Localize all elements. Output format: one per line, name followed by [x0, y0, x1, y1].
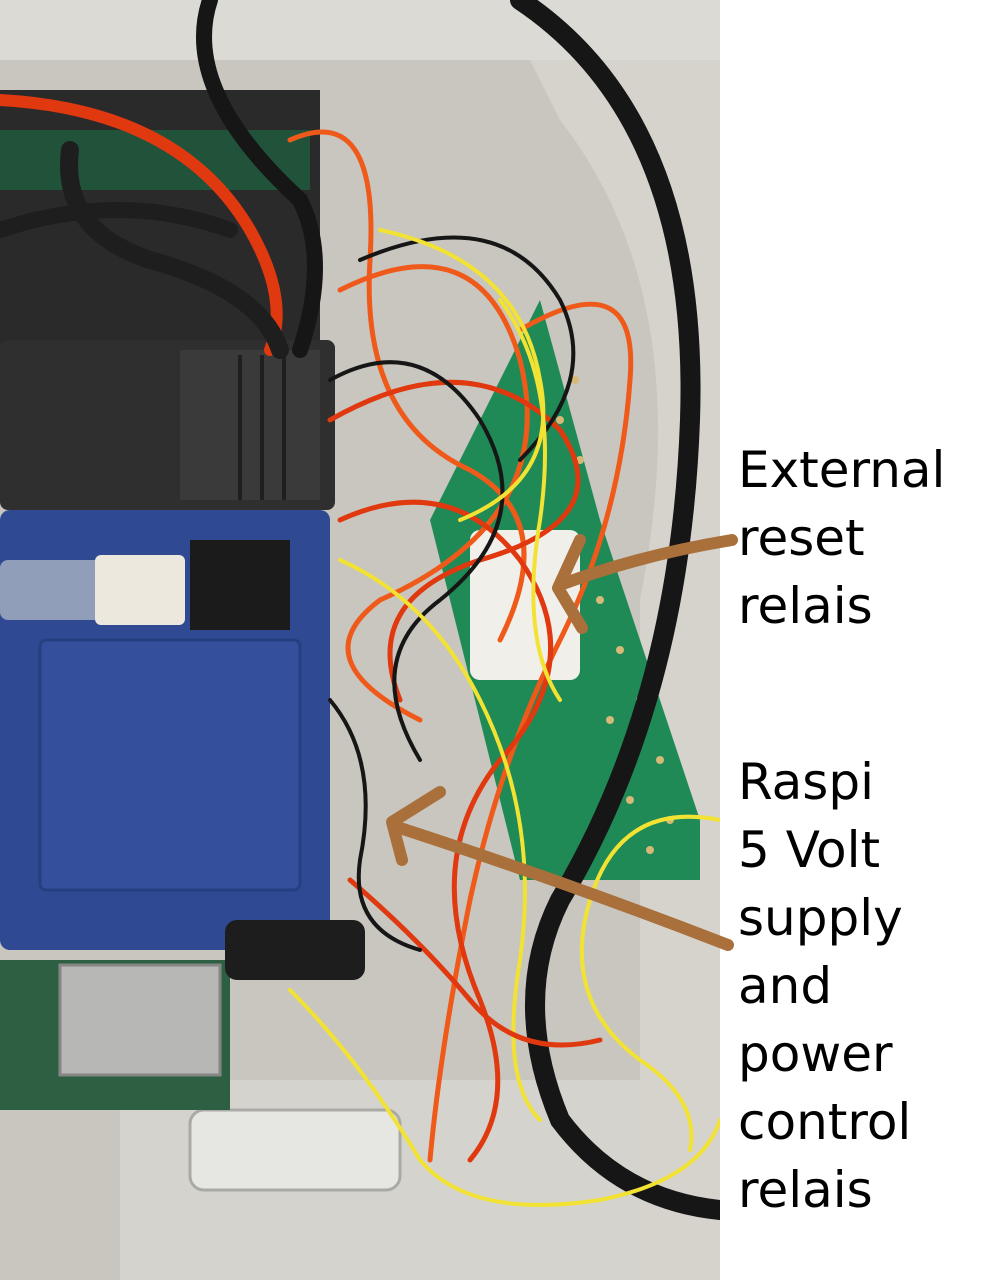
spade-connector	[0, 560, 120, 620]
psu-connector-slot	[190, 540, 290, 630]
reset-relay-label: External reset relais	[738, 436, 945, 640]
reset-label-line: External	[738, 441, 946, 499]
wiring-photo-drawing	[0, 0, 720, 1280]
power-label-line: relais	[738, 1161, 873, 1219]
power-relay-label: Raspi 5 Volt supply and power control re…	[738, 748, 911, 1224]
power-label-line: power	[738, 1025, 893, 1083]
acrylic-mount	[188, 1108, 402, 1192]
power-label-line: control	[738, 1093, 912, 1151]
wiring-photo	[0, 0, 720, 1280]
box-wall-right	[500, 0, 720, 1280]
ethernet-port	[58, 963, 222, 1077]
box-rim-top	[0, 0, 720, 60]
wire-bundle	[0, 0, 720, 1220]
power-label-line: supply	[738, 889, 903, 947]
power-label-line: 5 Volt	[738, 821, 881, 879]
usb-plug	[225, 920, 365, 980]
reset-label-line: relais	[738, 577, 873, 635]
power-brick-ridges	[180, 350, 320, 500]
spade-connector-housing	[95, 555, 185, 625]
reset-label-line: reset	[738, 509, 865, 567]
power-label-line: and	[738, 957, 833, 1015]
power-label-line: Raspi	[738, 753, 874, 811]
